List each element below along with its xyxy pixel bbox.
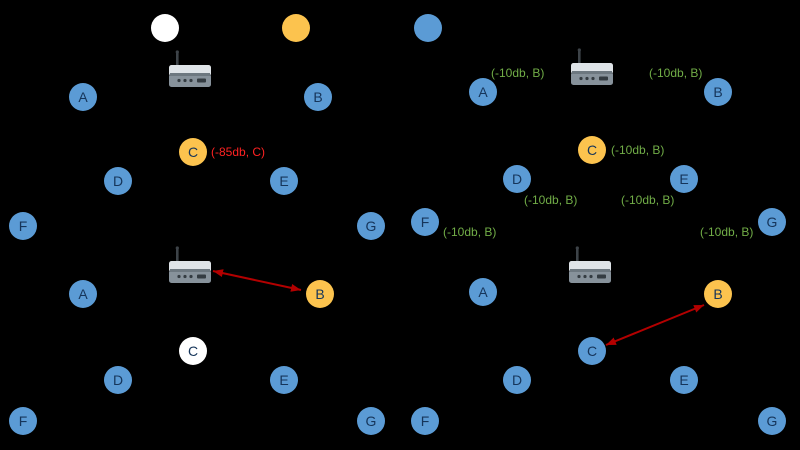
node-label: F: [420, 214, 430, 230]
node-label: E: [679, 171, 689, 187]
router-bottom-right: [566, 246, 614, 290]
node-top-left-D: D: [104, 167, 132, 195]
node-top-left-E: E: [270, 167, 298, 195]
node-label: B: [713, 286, 723, 302]
router-glyph: [169, 50, 211, 87]
router-glyph: [571, 48, 613, 85]
node-bottom-left-F: F: [9, 407, 37, 435]
node-label: A: [478, 284, 488, 300]
signal-label-top-right-5: (-10db, B): [524, 193, 578, 207]
node-label: A: [78, 286, 88, 302]
legend-circle-yellow: [282, 14, 310, 42]
node-top-left-F: F: [9, 212, 37, 240]
node-label: F: [420, 413, 430, 429]
node-top-right-A: A: [469, 78, 497, 106]
signal-label-top-right-2: (-10db, B): [491, 66, 545, 80]
node-bottom-left-E: E: [270, 366, 298, 394]
node-label: G: [365, 218, 377, 234]
signal-label-top-right-6: (-10db, B): [621, 193, 675, 207]
node-label: F: [18, 218, 28, 234]
node-bottom-right-A: A: [469, 278, 497, 306]
signal-label-top-right-3: (-10db, B): [649, 66, 703, 80]
node-bottom-left-B: B: [306, 280, 334, 308]
node-label: G: [365, 413, 377, 429]
node-label: F: [18, 413, 28, 429]
node-label: G: [766, 214, 778, 230]
node-bottom-right-C: C: [578, 337, 606, 365]
signal-label-top-right-7: (-10db, B): [443, 225, 497, 239]
node-bottom-right-D: D: [503, 366, 531, 394]
router-bottom-left: [166, 246, 214, 290]
node-bottom-left-A: A: [69, 280, 97, 308]
node-label: E: [679, 372, 689, 388]
node-label: D: [511, 372, 523, 388]
node-bottom-right-B: B: [704, 280, 732, 308]
node-label: G: [766, 413, 778, 429]
router-top-right: [568, 48, 616, 92]
node-top-right-C: C: [578, 136, 606, 164]
association-arrow-bottom-right: [605, 304, 705, 346]
node-label: B: [313, 89, 323, 105]
association-arrow-bottom-left: [212, 269, 302, 292]
node-label: C: [187, 144, 199, 160]
node-top-left-C: C: [179, 138, 207, 166]
legend-circle-blue: [414, 14, 442, 42]
node-bottom-left-G: G: [357, 407, 385, 435]
node-top-left-G: G: [357, 212, 385, 240]
node-bottom-right-E: E: [670, 366, 698, 394]
router-glyph: [569, 246, 611, 283]
node-label: C: [187, 343, 199, 359]
node-label: C: [586, 343, 598, 359]
node-top-right-E: E: [670, 165, 698, 193]
node-bottom-right-G: G: [758, 407, 786, 435]
router-glyph: [169, 246, 211, 283]
node-label: D: [112, 173, 124, 189]
node-label: A: [478, 84, 488, 100]
node-top-right-F: F: [411, 208, 439, 236]
node-label: A: [78, 89, 88, 105]
node-label: B: [315, 286, 325, 302]
node-bottom-left-D: D: [104, 366, 132, 394]
node-bottom-left-C: C: [179, 337, 207, 365]
node-top-right-B: B: [704, 78, 732, 106]
node-top-left-B: B: [304, 83, 332, 111]
node-top-right-G: G: [758, 208, 786, 236]
legend-circle-white: [151, 14, 179, 42]
node-top-left-A: A: [69, 83, 97, 111]
node-label: D: [511, 171, 523, 187]
router-top-left: [166, 50, 214, 94]
signal-label-top-right-4: (-10db, B): [611, 143, 665, 157]
node-label: D: [112, 372, 124, 388]
node-label: E: [279, 173, 289, 189]
signal-label-top-right-8: (-10db, B): [700, 225, 754, 239]
node-bottom-right-F: F: [411, 407, 439, 435]
node-top-right-D: D: [503, 165, 531, 193]
signal-label-top-left-1: (-85db, C): [211, 145, 266, 159]
node-label: B: [713, 84, 723, 100]
node-label: C: [586, 142, 598, 158]
node-label: E: [279, 372, 289, 388]
